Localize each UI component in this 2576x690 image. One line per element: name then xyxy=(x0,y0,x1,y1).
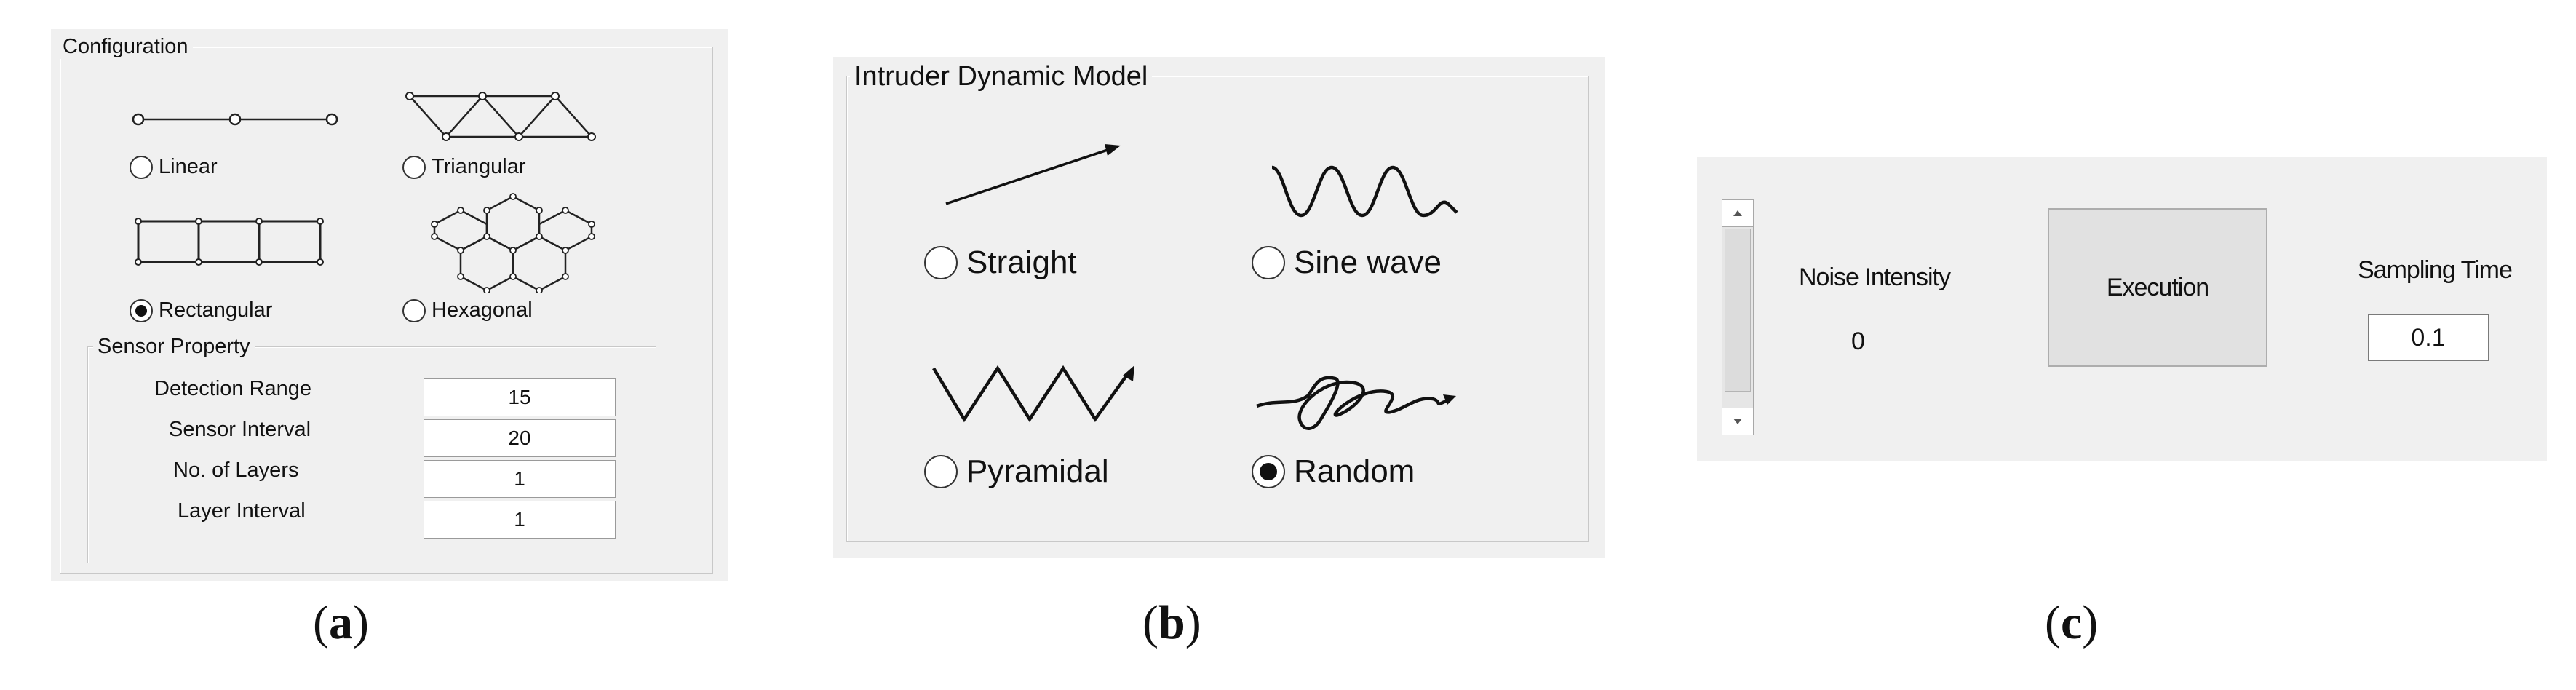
radio-hexagonal[interactable]: Hexagonal xyxy=(402,298,533,322)
radio-pyramidal[interactable]: Pyramidal xyxy=(924,453,1109,490)
caption-c-letter: c xyxy=(2060,596,2083,649)
execution-button[interactable]: Execution xyxy=(2048,208,2267,367)
caption-c: (c) xyxy=(2045,595,2098,651)
rectangular-topology-icon xyxy=(135,218,324,266)
triangular-topology-icon xyxy=(405,92,596,141)
configuration-group-title: Configuration xyxy=(58,35,193,59)
caption-c-open: ( xyxy=(2045,596,2061,649)
radio-button-sine-wave[interactable] xyxy=(1252,246,1285,279)
straight-label: Straight xyxy=(966,245,1077,280)
no-of-layers-field[interactable]: 1 xyxy=(424,460,616,498)
radio-button-rectangular[interactable] xyxy=(130,298,153,322)
sine-wave-icon xyxy=(1271,165,1458,218)
caption-b: (b) xyxy=(1142,595,1201,651)
hexagonal-topology-icon xyxy=(431,193,595,293)
scroll-up-arrow-icon xyxy=(1733,210,1742,216)
radio-button-triangular[interactable] xyxy=(402,155,426,179)
sensor-property-group xyxy=(87,346,656,563)
layer-interval-field[interactable]: 1 xyxy=(424,501,616,539)
execution-button-label: Execution xyxy=(2106,273,2209,301)
radio-linear[interactable]: Linear xyxy=(130,155,218,179)
hexagonal-label: Hexagonal xyxy=(432,298,533,322)
radio-random[interactable]: Random xyxy=(1252,453,1415,490)
intruder-model-panel xyxy=(833,57,1605,558)
sensor-interval-label: Sensor Interval xyxy=(169,418,311,441)
no-of-layers-label: No. of Layers xyxy=(173,459,299,482)
noise-intensity-value: 0 xyxy=(1851,328,1865,355)
caption-a-close: ) xyxy=(352,596,369,649)
sensor-interval-field[interactable]: 20 xyxy=(424,419,616,457)
radio-button-random[interactable] xyxy=(1252,455,1285,488)
radio-straight[interactable]: Straight xyxy=(924,245,1077,281)
random-path-icon xyxy=(1256,376,1456,430)
radio-button-pyramidal[interactable] xyxy=(924,455,958,488)
radio-sine-wave[interactable]: Sine wave xyxy=(1252,245,1442,281)
intruder-model-group xyxy=(846,76,1589,542)
scroll-thumb[interactable] xyxy=(1725,229,1751,392)
layer-interval-label: Layer Interval xyxy=(178,499,306,523)
rectangular-label: Rectangular xyxy=(159,298,273,322)
detection-range-field[interactable]: 15 xyxy=(424,378,616,416)
sampling-time-label: Sampling Time xyxy=(2358,256,2513,284)
radio-rectangular[interactable]: Rectangular xyxy=(130,298,272,322)
random-label: Random xyxy=(1294,453,1415,489)
linear-label: Linear xyxy=(159,155,218,178)
triangular-label: Triangular xyxy=(432,155,526,178)
configuration-group xyxy=(60,47,713,574)
intruder-model-title: Intruder Dynamic Model xyxy=(850,61,1153,92)
linear-topology-icon xyxy=(132,113,338,126)
sensor-property-title: Sensor Property xyxy=(93,335,255,359)
sampling-time-field[interactable]: 0.1 xyxy=(2368,314,2489,361)
pyramidal-label: Pyramidal xyxy=(966,453,1109,489)
caption-b-close: ) xyxy=(1185,596,1201,649)
radio-triangular[interactable]: Triangular xyxy=(402,155,525,179)
scroll-down-arrow-icon xyxy=(1733,419,1742,424)
caption-b-open: ( xyxy=(1142,596,1158,649)
detection-range-label: Detection Range xyxy=(154,377,312,400)
caption-a-open: ( xyxy=(313,596,329,649)
radio-button-linear[interactable] xyxy=(130,155,153,179)
radio-button-straight[interactable] xyxy=(924,246,958,279)
straight-path-icon xyxy=(945,144,1121,205)
noise-intensity-label: Noise Intensity xyxy=(1799,263,1951,291)
caption-c-close: ) xyxy=(2082,596,2099,649)
radio-button-hexagonal[interactable] xyxy=(402,298,426,322)
caption-b-letter: b xyxy=(1158,596,1185,649)
scroll-up-button[interactable] xyxy=(1722,199,1754,227)
scroll-down-button[interactable] xyxy=(1722,408,1754,435)
pyramidal-path-icon xyxy=(932,365,1134,423)
caption-a: (a) xyxy=(313,595,369,651)
sine-wave-label: Sine wave xyxy=(1294,245,1442,280)
caption-a-letter: a xyxy=(328,596,353,649)
